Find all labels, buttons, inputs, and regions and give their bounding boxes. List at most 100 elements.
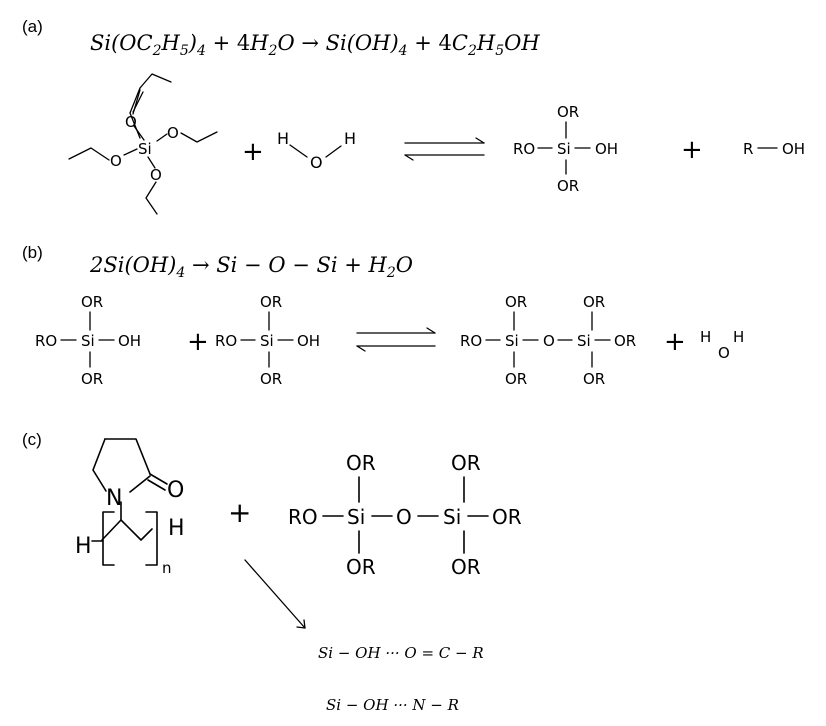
bond [289, 144, 308, 158]
plus-sign: + [228, 496, 251, 529]
atom-o: O [167, 478, 184, 503]
bond [325, 145, 342, 158]
atom-si: Si [557, 140, 571, 158]
atom-si: Si [138, 140, 152, 158]
ring-bond [104, 438, 151, 475]
eq-a-arrow: → [295, 31, 326, 55]
atom-si: Si [81, 332, 95, 350]
backbone [101, 519, 153, 541]
panel-a-label: (a) [22, 17, 43, 36]
panel-b-label: (b) [22, 243, 43, 262]
equilibrium-arrow [404, 137, 485, 161]
eq-a-h: H [161, 31, 181, 55]
atom-si: Si [347, 505, 365, 529]
atom-or: OR [557, 103, 579, 121]
subscript-n: n [162, 559, 172, 577]
ethyl-left [68, 147, 110, 161]
eq-a-sub: 2 [268, 43, 278, 59]
ethyl-top [139, 73, 172, 89]
atom-h: H [277, 129, 289, 148]
atom-h: H [700, 328, 711, 346]
atom-h: H [168, 516, 185, 541]
plus-sign: + [681, 135, 703, 165]
atom-h: H [75, 534, 92, 559]
eq-a-sub: 5 [180, 43, 189, 59]
atom-si: Si [505, 332, 519, 350]
atom-o: O [310, 153, 323, 172]
disiloxane-molecule: OR RO Si O Si OR OR OR OR [460, 293, 636, 388]
panel-b-equation: 2Si(OH)4 → Si − O − Si + H2O [89, 253, 413, 281]
water-molecule: H O H [700, 328, 744, 362]
eq-a-plus: + 4 [206, 31, 250, 55]
hydrogen-bond-amine: Si − OH ··· N − R [326, 696, 459, 714]
atom-oh: OH [297, 332, 320, 350]
eq-a-sub: 2 [152, 43, 162, 59]
atom-or: OR [81, 293, 103, 311]
atom-si: Si [577, 332, 591, 350]
interaction-arrow [244, 559, 306, 629]
atom-r: R [743, 140, 753, 158]
atom-or: OR [346, 555, 376, 579]
panel-a: (a) Si(OC2H5)4 + 4H2O → Si(OH)4 + 4C2H5O… [22, 17, 805, 215]
plus-sign: + [242, 137, 264, 167]
water-molecule: H O H [277, 129, 356, 172]
eq-a-c: C [452, 31, 468, 55]
atom-or: OR [614, 332, 636, 350]
atom-or: OR [583, 293, 605, 311]
eq-a-product: Si(OH) [326, 31, 399, 55]
right-bracket [145, 511, 158, 566]
atom-oh: OH [595, 140, 618, 158]
eq-b-sub: 2 [386, 265, 396, 281]
atom-or: OR [557, 177, 579, 195]
atom-or: OR [505, 293, 527, 311]
atom-or: OR [492, 505, 522, 529]
eq-a-paren: ) [188, 31, 197, 55]
eq-a-sub: 4 [196, 43, 206, 59]
eq-a-reactant: Si(OC [90, 31, 153, 55]
eq-b-product: Si − O − Si + H [216, 253, 387, 277]
panel-c: (c) N O H H n + OR RO [22, 430, 522, 714]
atom-ro: RO [513, 140, 535, 158]
panel-b: (b) 2Si(OH)4 → Si − O − Si + H2O OR RO S… [22, 243, 744, 388]
alcohol-molecule: R OH [743, 140, 805, 158]
eq-a-oh: OH [504, 31, 540, 55]
ring-bond [92, 438, 107, 492]
silanol-molecule: OR RO Si OH OR [513, 103, 618, 195]
atom-oh: OH [782, 140, 805, 158]
pvp-polymer [91, 438, 168, 566]
eq-a-water: H [249, 31, 269, 55]
atom-o: O [125, 113, 137, 131]
bond [129, 87, 141, 114]
atom-h: H [733, 328, 744, 346]
panel-a-equation: Si(OC2H5)4 + 4H2O → Si(OH)4 + 4C2H5OH [90, 31, 540, 59]
atom-or: OR [451, 555, 481, 579]
atom-or: OR [451, 451, 481, 475]
eq-a-plus: + 4 [408, 31, 452, 55]
silanol-molecule-2: OR RO Si OH OR [215, 293, 320, 388]
eq-a-h: H [476, 31, 496, 55]
eq-b-arrow: → [185, 253, 216, 277]
eq-a-o: O [277, 31, 294, 55]
si-o-right [156, 133, 168, 142]
atom-ro: RO [35, 332, 57, 350]
ethyl-right [180, 131, 218, 143]
atom-or: OR [260, 293, 282, 311]
atom-or: OR [346, 451, 376, 475]
atom-o: O [167, 124, 179, 142]
equilibrium-arrow [356, 327, 436, 352]
atom-n: N [106, 486, 122, 511]
ethyl-bottom [145, 181, 158, 215]
si-o-left [123, 148, 138, 156]
plus-sign: + [664, 327, 686, 357]
atom-ro: RO [288, 505, 318, 529]
bond [129, 112, 141, 139]
eq-b-reactant: 2Si(OH) [89, 253, 176, 277]
atom-or: OR [260, 370, 282, 388]
atom-si: Si [260, 332, 274, 350]
atom-or: OR [81, 370, 103, 388]
atom-ro: RO [215, 332, 237, 350]
left-bracket [102, 511, 115, 566]
eq-a-sub: 4 [398, 43, 408, 59]
atom-ro: RO [460, 332, 482, 350]
